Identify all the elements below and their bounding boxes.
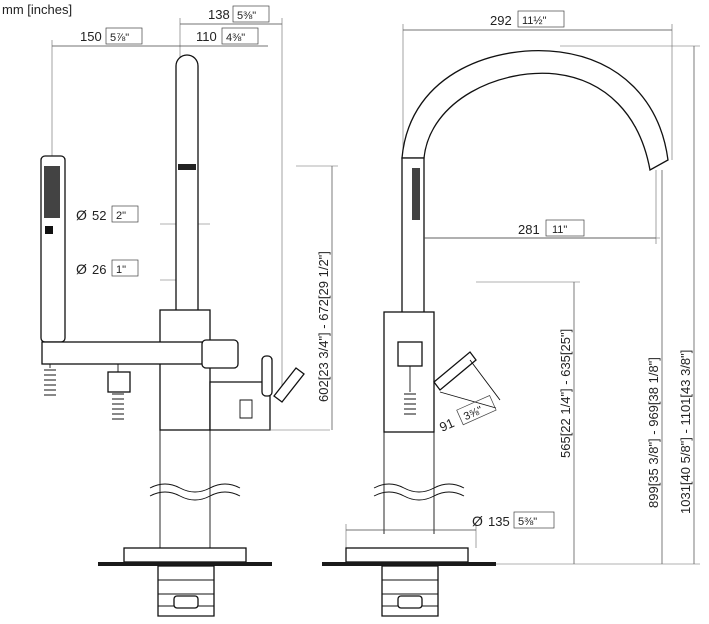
dim-281-value: 281 (518, 222, 540, 237)
dim-292-inches: 11½" (522, 15, 547, 27)
hand-shower (40, 155, 66, 396)
dimension-91: 91 3⅝" (437, 395, 497, 435)
dimension-150: 150 5⅞" (51, 27, 180, 158)
dimension-110: 110 4⅜" (180, 27, 268, 47)
dia-52-inches: 2" (116, 210, 126, 222)
dimension-height-left: 602[23 3/4"] - 672[29 1/2"] (296, 165, 338, 430)
riser-left (149, 430, 241, 548)
dim-281-inches: 11" (552, 224, 567, 236)
dim-138-value: 138 (208, 7, 230, 22)
dia-26-inches: 1" (116, 264, 126, 276)
dimension-565: 565[22 1/4"] - 635[25"] (476, 281, 580, 564)
base-right (322, 547, 496, 617)
dim-91-value: 91 (437, 415, 456, 435)
range-565: 565[22 1/4"] - 635[25"] (558, 329, 573, 458)
dim-150-inches: 5⅞" (110, 32, 129, 44)
spout-side (175, 54, 199, 320)
dimension-138: 138 5⅜" (179, 5, 283, 400)
riser-right (373, 432, 465, 534)
dia-52-symbol: Ø (76, 207, 87, 223)
diameter-26: Ø 26 1" (76, 259, 190, 281)
base-left (98, 547, 272, 617)
dia-26-symbol: Ø (76, 261, 87, 277)
mixer-body-right (383, 311, 501, 433)
dia-52-value: 52 (92, 208, 106, 223)
dim-110-value: 110 (196, 29, 217, 44)
dia-135-symbol: Ø (472, 513, 483, 529)
dimension-899: 899[35 3/8"] - 969[38 1/8"] (646, 170, 663, 564)
spout-arc (401, 49, 669, 172)
dim-138-inches: 5⅜" (237, 10, 256, 22)
column-right (401, 157, 660, 345)
dia-26-value: 26 (92, 262, 106, 277)
diameter-135: Ø 135 5⅜" (345, 511, 555, 548)
units-label: mm [inches] (2, 2, 72, 17)
range-899: 899[35 3/8"] - 969[38 1/8"] (646, 357, 661, 508)
dimension-292: 292 11½" (402, 10, 673, 160)
dimension-281: 281 11" (518, 219, 585, 237)
dim-110-inches: 4⅜" (226, 32, 245, 44)
range-1031: 1031[40 5/8"] - 1101[43 3/8"] (678, 350, 693, 514)
dia-135-inches: 5⅜" (518, 516, 537, 528)
dimension-1031: 1031[40 5/8"] - 1101[43 3/8"] (496, 45, 700, 565)
dim-150-value: 150 (80, 29, 102, 44)
left-view: 138 5⅜" 150 5⅞" 110 4⅜" Ø (40, 5, 338, 617)
mixer-body (41, 309, 330, 431)
dia-135-value: 135 (488, 514, 510, 529)
dim-292-value: 292 (490, 13, 512, 28)
height-range-left: 602[23 3/4"] - 672[29 1/2"] (316, 251, 331, 402)
right-view: 292 11½" 281 11" (322, 10, 700, 617)
